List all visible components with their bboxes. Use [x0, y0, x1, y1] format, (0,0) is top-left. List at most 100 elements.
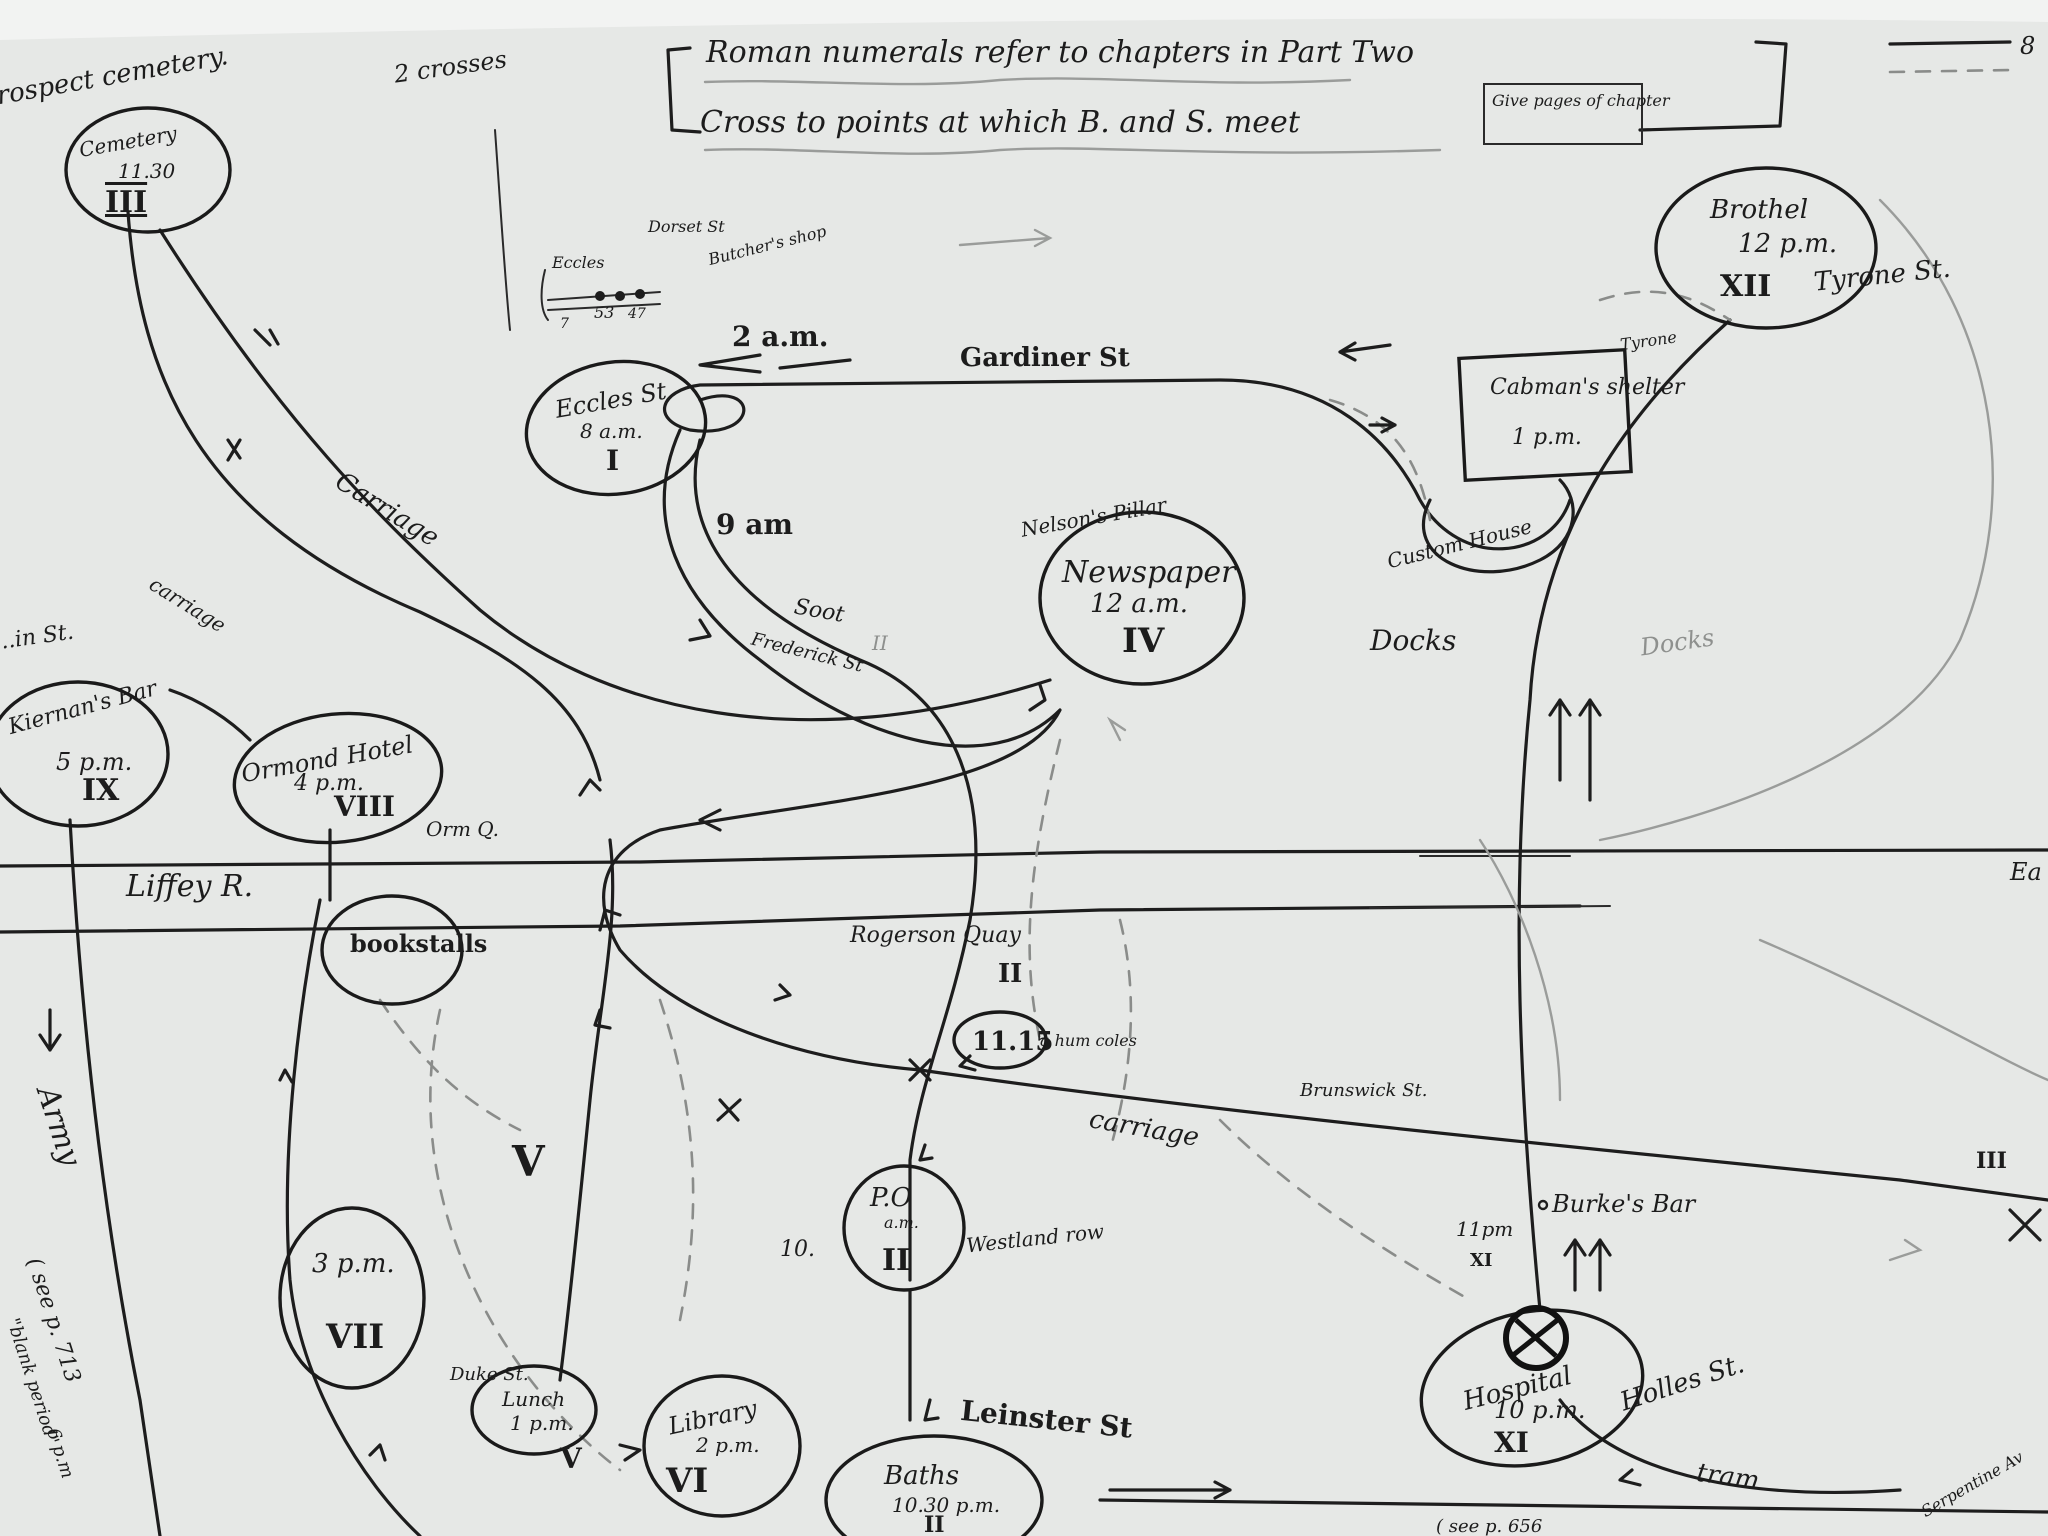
label-carriage-3: carriage — [1087, 1104, 1201, 1153]
newspaper-time: 12 a.m. — [1090, 589, 1188, 619]
label-carriage-2: carriage — [145, 572, 230, 638]
route-eccles-quay — [602, 428, 1062, 1072]
label-carriage-1: Carriage — [330, 466, 444, 553]
po-side-note: 10. — [780, 1237, 815, 1262]
route-arrows — [38, 328, 1642, 1500]
node-3pm — [278, 1206, 426, 1390]
threepm-chapter: VII — [325, 1317, 384, 1357]
route-cemetery-ormond — [126, 210, 602, 782]
kiernans-chapter: IX — [82, 773, 120, 808]
cemetery-time: 11.30 — [118, 159, 176, 183]
node-cemetery — [64, 106, 232, 234]
label-9am: 9 am — [716, 508, 793, 541]
label-docks-2: Docks — [1638, 623, 1716, 661]
node-1115 — [952, 1010, 1048, 1070]
label-right-iii: III — [1976, 1148, 2007, 1174]
label-docks: Docks — [1369, 624, 1456, 657]
node-brothel — [1654, 166, 1878, 330]
label-right-ea: Ea — [2009, 858, 2042, 886]
legend-wave-1 — [703, 77, 1352, 86]
node-lunch — [470, 1364, 598, 1456]
brothel-time: 12 p.m. — [1738, 229, 1837, 259]
route-carriage — [158, 228, 1052, 722]
label-lone-ii: II — [871, 631, 889, 655]
label-duke-st: Duke St. — [449, 1364, 529, 1385]
dashed-route-3 — [658, 998, 695, 1322]
baths-time: 10.30 p.m. — [892, 1493, 1000, 1517]
ormond-chapter: VIII — [333, 790, 395, 823]
route-bookstalls-south — [285, 898, 422, 1536]
label-burkes-bar: Burke's Bar — [1551, 1190, 1697, 1218]
label-number-53: 53 — [594, 303, 614, 322]
label-see-p656: ( see p. 656 — [1436, 1516, 1542, 1536]
dashed-route-5 — [1218, 1118, 1472, 1302]
node-custom-house — [1421, 478, 1575, 574]
route-south-lunch — [558, 838, 615, 1382]
label-rogerson-chapter: II — [998, 959, 1022, 989]
label-westland-row: Westland row — [965, 1219, 1105, 1257]
label-nelsons-pillar: Nelson's Pillar — [1018, 492, 1170, 542]
route-brunswick — [918, 1068, 2048, 1202]
label-dorset-st: Dorset St — [647, 217, 725, 236]
meeting-cross-east — [2008, 1208, 2042, 1242]
faint-arrows — [958, 228, 1923, 1262]
label-tram: tram — [1695, 1458, 1762, 1496]
legend-line-1: Roman numerals refer to chapters in Part… — [705, 35, 1414, 70]
route-hospital-brothel — [1517, 318, 1732, 1312]
label-brunswick-st: Brunswick St. — [1299, 1080, 1427, 1101]
top-right-page-number: 8 — [2020, 32, 2035, 60]
brothel-name: Brothel — [1709, 195, 1808, 225]
kiernans-name: Kiernan's Bar — [5, 676, 161, 740]
node-cabmans-shelter — [1457, 347, 1633, 483]
hospital-meeting-mark — [1503, 1305, 1569, 1371]
eccles-inset-dot — [595, 291, 605, 301]
label-ahumcolis: a hum coles — [1040, 1031, 1137, 1050]
faint-route-docks — [1478, 838, 1562, 1102]
hospital-time: 10 p.m. — [1494, 1396, 1586, 1424]
label-holles-st: Holles St. — [1616, 1349, 1748, 1418]
library-chapter: VI — [665, 1461, 708, 1501]
faint-route-east-2 — [1758, 938, 2048, 1082]
brothel-chapter: XII — [1720, 269, 1771, 304]
po-chapter: II — [882, 1243, 910, 1278]
threepm-time: 3 p.m. — [312, 1249, 395, 1279]
eleven15-time: 11.15 — [972, 1027, 1053, 1057]
route-tram — [1558, 1398, 1902, 1494]
legend-wave-2 — [703, 147, 1442, 155]
label-army: Army — [28, 1079, 88, 1171]
page-edge — [0, 0, 2048, 40]
faint-route-east — [1598, 198, 1994, 842]
label-gardiner-st: Gardiner St — [960, 343, 1130, 373]
library-time: 2 p.m. — [695, 1433, 760, 1457]
baths-name: Baths — [883, 1461, 959, 1491]
meeting-cross-library — [716, 1098, 742, 1122]
node-newspaper — [1038, 510, 1246, 686]
cemetery-name: Cemetery — [77, 121, 179, 162]
eccles-name: Eccles St — [552, 377, 669, 424]
cabmans-name: Cabman's shelter — [1490, 375, 1686, 400]
node-library — [642, 1374, 802, 1518]
hospital-chapter: XI — [1494, 1426, 1529, 1459]
legend-line-2: Cross to points at which B. and S. meet — [700, 105, 1301, 140]
eccles-inset-street — [494, 129, 511, 331]
node-post-office — [842, 1164, 966, 1292]
newspaper-name: Newspaper — [1061, 555, 1237, 590]
legend-bracket-right — [1638, 40, 1788, 132]
route-bottom — [1098, 1498, 2048, 1514]
node-eccles-st — [524, 359, 708, 497]
node-kiernans-bar — [0, 680, 170, 828]
label-tyrone: Tyrone — [1619, 327, 1678, 354]
lunch-time: 1 p.m. — [510, 1411, 574, 1435]
burkes-bar-marker — [1537, 1199, 1549, 1211]
legend-bracket-left — [666, 46, 702, 134]
route-west-south — [68, 818, 162, 1536]
two-crosses-note: 2 crosses — [391, 45, 508, 89]
label-6pm: 6 p.m — [42, 1426, 78, 1481]
bookstalls-name: bookstalls — [350, 929, 487, 958]
lunch-chapter: V — [559, 1442, 583, 1475]
node-ormond-hotel — [232, 711, 444, 845]
river-liffey-extra — [1369, 855, 1611, 909]
po-time: a.m. — [884, 1213, 919, 1232]
meeting-cross-quay — [908, 1058, 932, 1082]
